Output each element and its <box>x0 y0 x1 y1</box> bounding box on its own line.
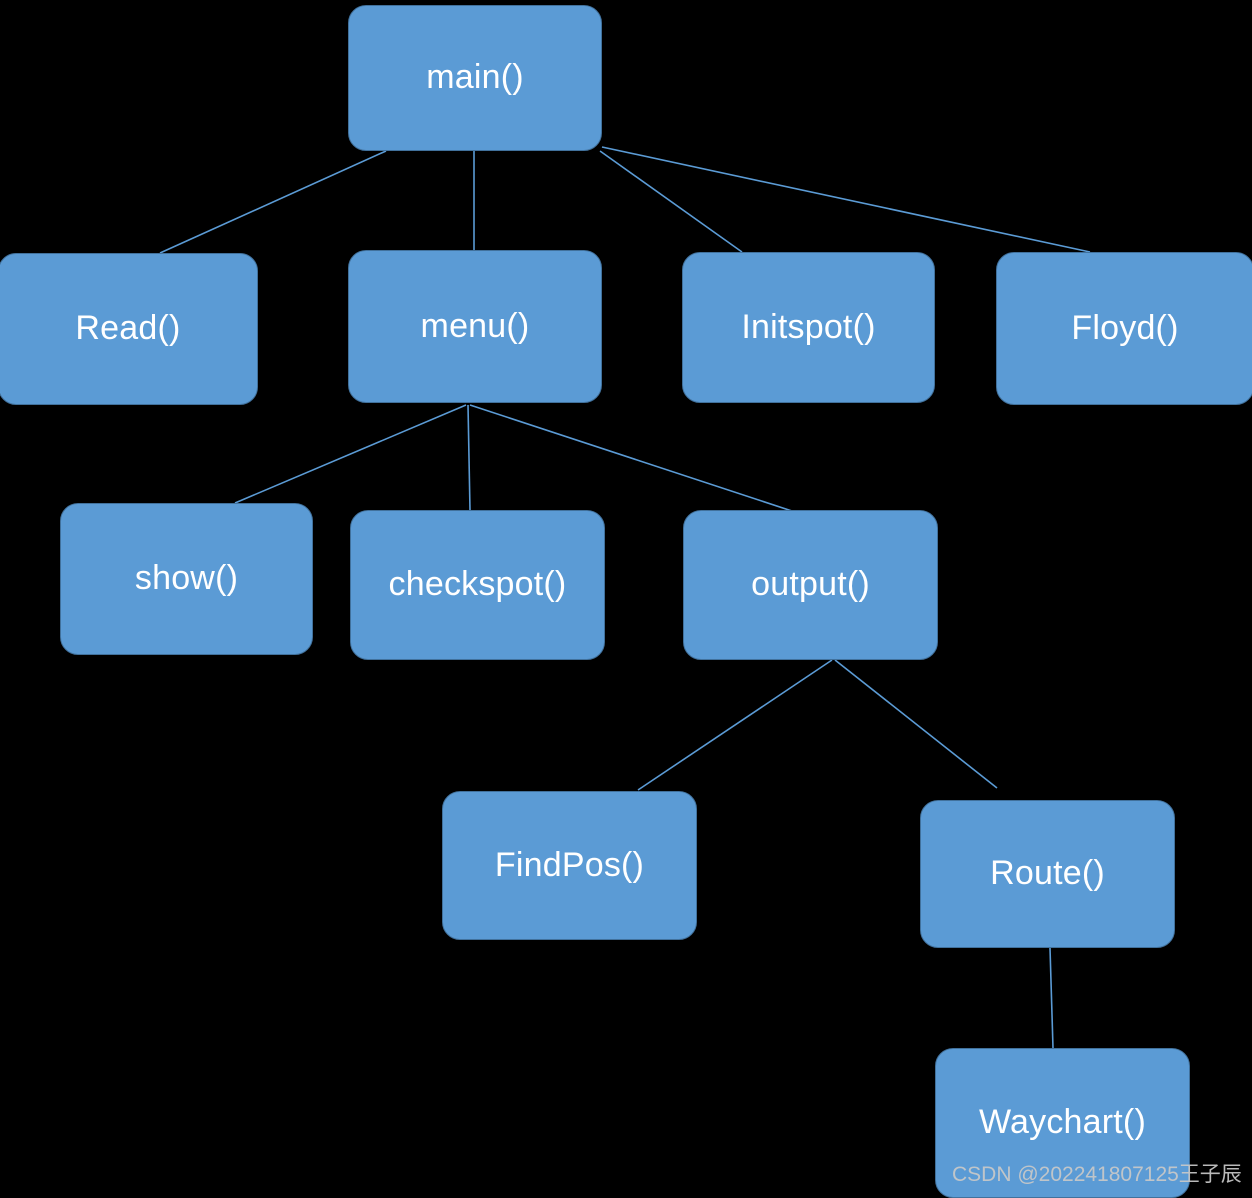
node-label: Route() <box>990 854 1105 893</box>
node-label: main() <box>426 58 524 97</box>
edge-main-to-floyd <box>601 146 1091 253</box>
node-main[interactable]: main() <box>348 5 602 151</box>
edge-menu-to-show <box>234 404 467 504</box>
node-label: FindPos() <box>494 845 645 884</box>
node-route[interactable]: Route() <box>920 800 1175 948</box>
node-show[interactable]: show() <box>60 503 313 655</box>
node-label: menu() <box>420 306 530 345</box>
edge-menu-to-output <box>469 404 796 513</box>
node-read[interactable]: Read() <box>0 253 258 405</box>
node-menu[interactable]: menu() <box>348 250 602 403</box>
node-floyd[interactable]: Floyd() <box>996 252 1252 405</box>
node-findpos[interactable]: FindPos() <box>442 791 697 940</box>
edge-route-to-waychart <box>1049 947 1054 1049</box>
edge-output-to-findpos <box>637 659 833 791</box>
edge-output-to-route <box>834 659 998 789</box>
node-label: Initspot() <box>741 307 876 346</box>
node-label: Floyd() <box>1071 308 1179 347</box>
node-checkspot[interactable]: checkspot() <box>350 510 605 660</box>
node-output[interactable]: output() <box>683 510 938 660</box>
node-initspot[interactable]: Initspot() <box>682 252 935 403</box>
csdn-watermark: CSDN @202241807125王子辰 <box>952 1163 1242 1186</box>
node-label: show() <box>134 559 239 598</box>
node-label: output() <box>751 565 870 604</box>
edge-menu-to-checkspot <box>467 404 471 511</box>
edge-main-to-initspot <box>599 150 743 253</box>
edge-main-to-read <box>159 150 387 254</box>
node-label: Waychart() <box>979 1103 1146 1142</box>
node-label: Read() <box>75 309 181 348</box>
node-label: checkspot() <box>388 565 567 604</box>
